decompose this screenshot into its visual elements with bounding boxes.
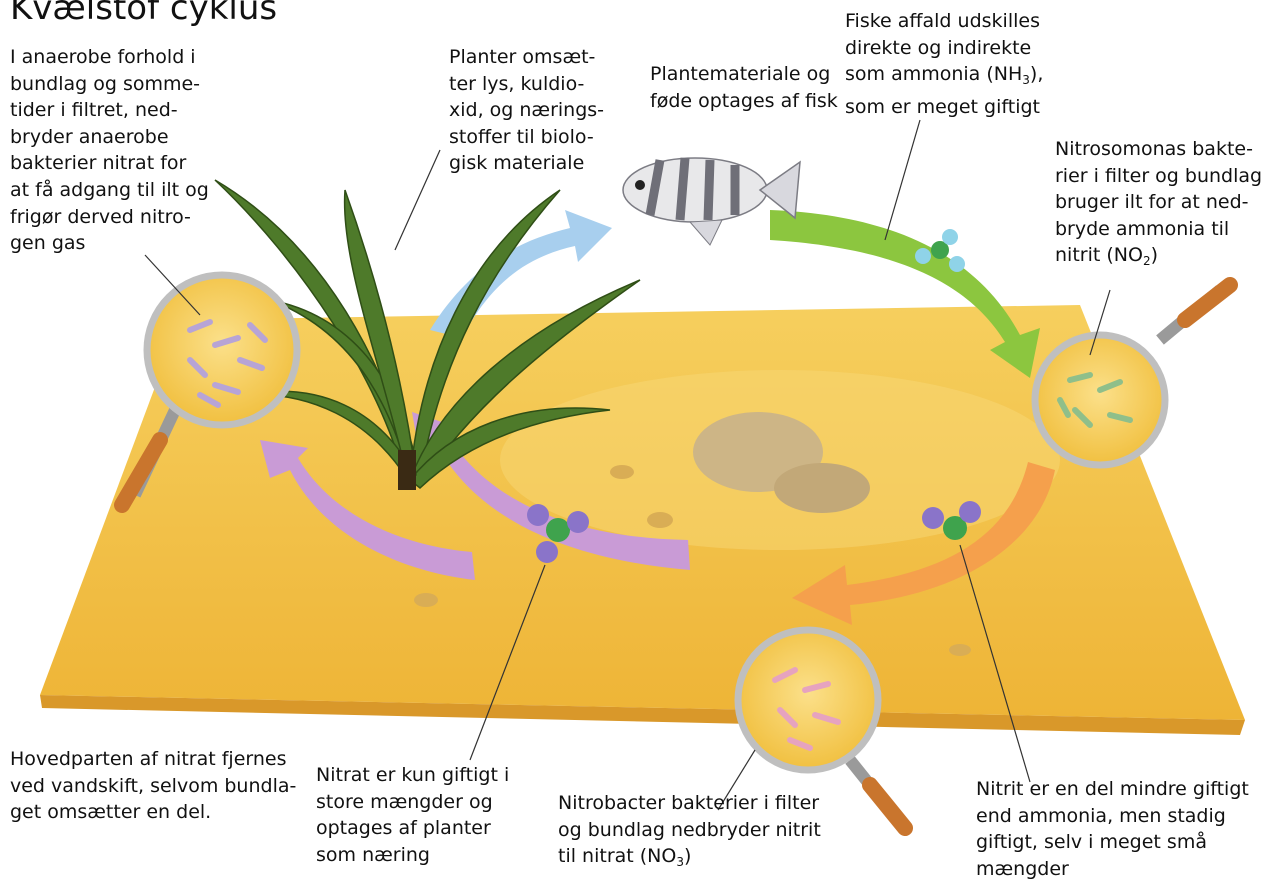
label-nitrosomonas-text-end: ) [1151, 244, 1158, 266]
label-nitrobacter-text-end: ) [684, 845, 691, 867]
label-water-change: Hovedparten af nitrat fjernes ved vandsk… [10, 746, 296, 826]
label-fish-waste: Fiske affald udskilles direkte og indire… [845, 8, 1043, 120]
label-nitrosomonas: Nitrosomonas bakte- rier i filter og bun… [1055, 136, 1262, 275]
label-nitrite: Nitrit er en del mindre giftigt end ammo… [976, 776, 1249, 882]
label-nitrobacter: Nitrobacter bakterier i filter og bundla… [558, 790, 821, 876]
label-fish-waste-subscript: 3 [1022, 73, 1030, 87]
label-fish-waste-text: Fiske affald udskilles direkte og indire… [845, 10, 1040, 85]
label-nitrobacter-subscript: 3 [676, 855, 684, 869]
label-plants: Planter omsæt- ter lys, kuldio- xid, og … [449, 44, 604, 177]
diagram-title: Kvælstof cyklus [10, 0, 277, 30]
label-anaerobic: I anaerobe forhold i bundlag og somme- t… [10, 44, 209, 257]
label-nitrosomonas-subscript: 2 [1143, 254, 1151, 268]
label-nitrosomonas-text: Nitrosomonas bakte- rier i filter og bun… [1055, 138, 1262, 266]
label-nitrate: Nitrat er kun giftigt i store mængder og… [316, 762, 509, 868]
label-plant-material: Plantemateriale og føde optages af fisk [650, 61, 838, 114]
